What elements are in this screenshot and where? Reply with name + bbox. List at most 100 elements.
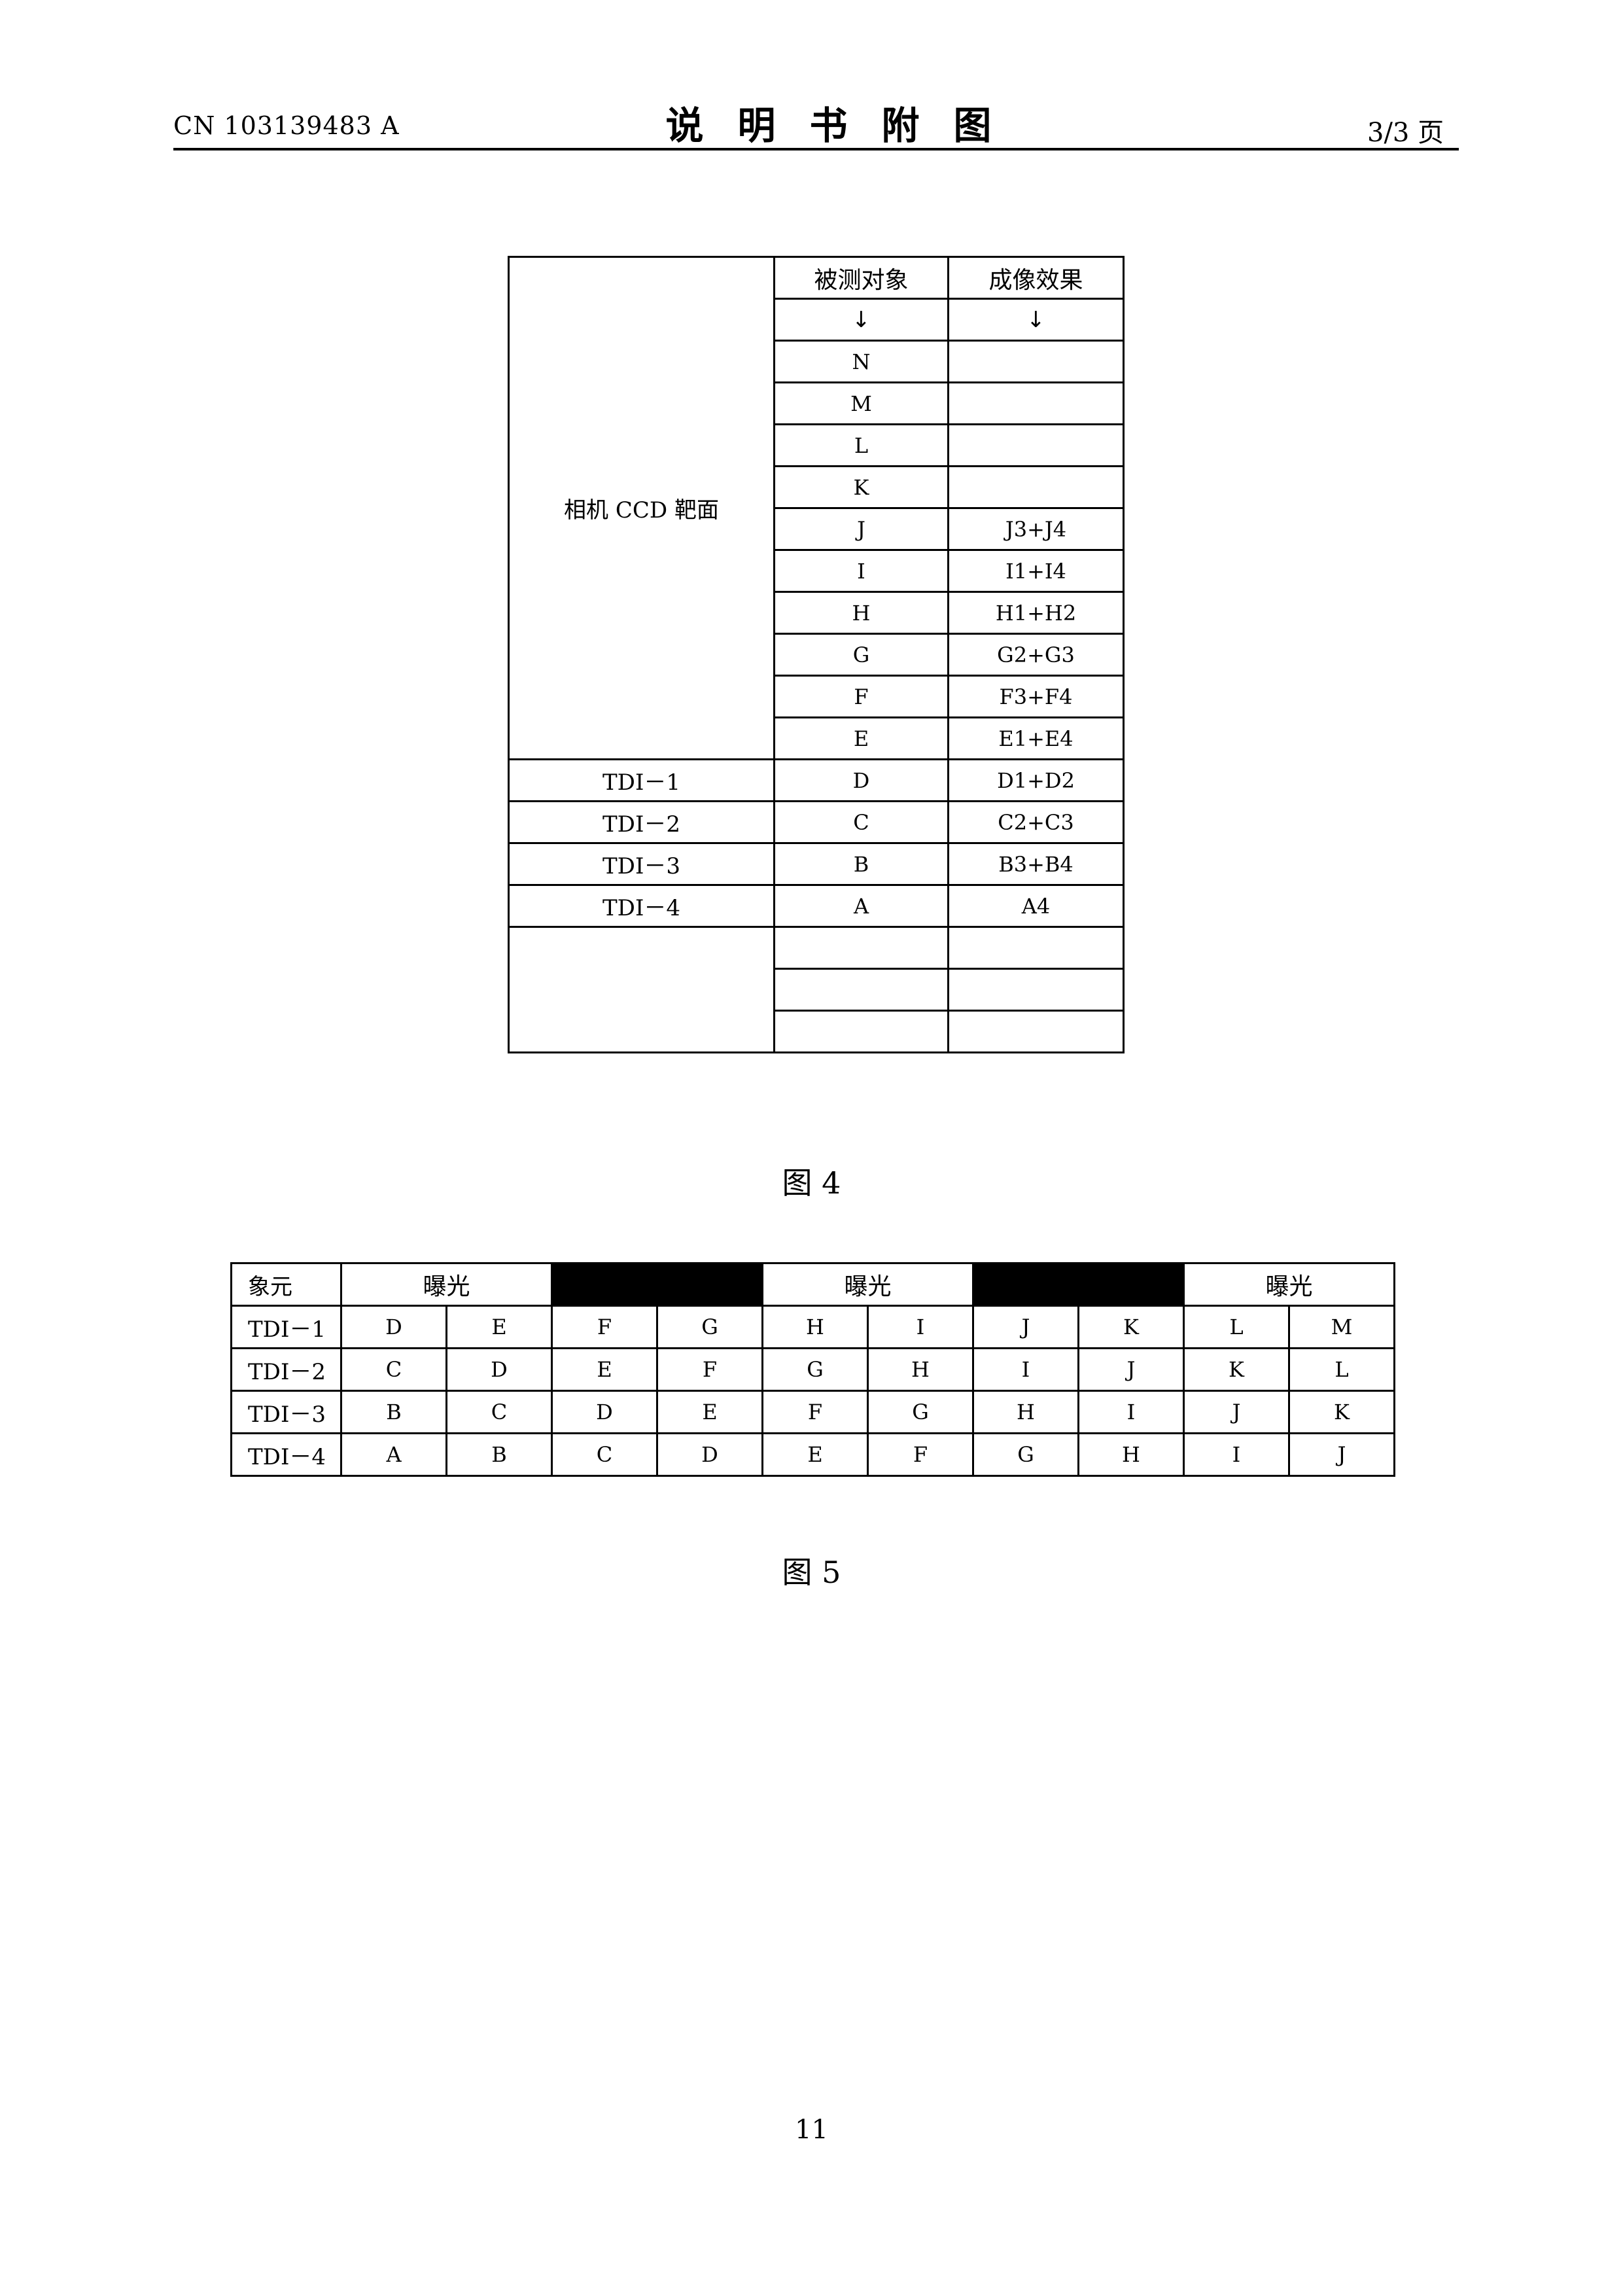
blackout-block xyxy=(552,1263,763,1306)
empty-cell xyxy=(949,969,1124,1011)
empty-cell xyxy=(949,927,1124,969)
grid-cell: J xyxy=(973,1306,1079,1349)
exposure-label: 曝光 xyxy=(1184,1263,1395,1306)
empty-cell xyxy=(775,1011,949,1053)
object-cell: B xyxy=(775,843,949,885)
grid-cell: K xyxy=(1289,1391,1395,1434)
grid-cell: F xyxy=(868,1434,973,1476)
grid-cell: I xyxy=(973,1349,1079,1391)
effect-cell: B3+B4 xyxy=(949,843,1124,885)
ccd-target-label: 相机 CCD 靶面 xyxy=(509,257,775,760)
grid-cell: G xyxy=(973,1434,1079,1476)
object-cell: M xyxy=(775,383,949,425)
empty-cell xyxy=(775,969,949,1011)
effect-cell: H1+H2 xyxy=(949,592,1124,634)
table-row xyxy=(509,927,1124,969)
object-cell: L xyxy=(775,425,949,467)
grid-cell: D xyxy=(447,1349,552,1391)
effect-cell: G2+G3 xyxy=(949,634,1124,676)
grid-cell: A xyxy=(341,1434,447,1476)
grid-cell: H xyxy=(973,1391,1079,1434)
grid-cell: G xyxy=(868,1391,973,1434)
grid-cell: F xyxy=(552,1306,657,1349)
object-cell: G xyxy=(775,634,949,676)
blackout-block xyxy=(973,1263,1184,1306)
table-row: TDI－2CC2+C3 xyxy=(509,802,1124,843)
exposure-label: 曝光 xyxy=(341,1263,552,1306)
effect-cell: A4 xyxy=(949,885,1124,927)
grid-cell: L xyxy=(1184,1306,1289,1349)
object-cell: D xyxy=(775,760,949,802)
grid-cell: C xyxy=(447,1391,552,1434)
tdi-label: TDI－1 xyxy=(509,760,775,802)
tdi-label: TDI－1 xyxy=(232,1306,341,1349)
page-number: 11 xyxy=(0,2115,1623,2145)
tdi-label: TDI－2 xyxy=(232,1349,341,1391)
exposure-label: 曝光 xyxy=(763,1263,973,1306)
grid-cell: G xyxy=(657,1306,763,1349)
grid-cell: B xyxy=(341,1391,447,1434)
effect-cell: J3+J4 xyxy=(949,508,1124,550)
object-cell: H xyxy=(775,592,949,634)
empty-cell xyxy=(509,927,775,1053)
grid-cell: G xyxy=(763,1349,868,1391)
grid-cell: C xyxy=(552,1434,657,1476)
grid-cell: I xyxy=(868,1306,973,1349)
object-cell: A xyxy=(775,885,949,927)
grid-cell: F xyxy=(763,1391,868,1434)
grid-cell: B xyxy=(447,1434,552,1476)
col-header-effect: 成像效果 xyxy=(949,257,1124,299)
col-header-object: 被测对象 xyxy=(775,257,949,299)
tdi-label: TDI－4 xyxy=(232,1434,341,1476)
grid-cell: C xyxy=(341,1349,447,1391)
effect-cell: C2+C3 xyxy=(949,802,1124,843)
grid-cell: L xyxy=(1289,1349,1395,1391)
empty-cell xyxy=(949,1011,1124,1053)
table-row: TDI－1 D E F G H I J K L M xyxy=(232,1306,1395,1349)
tdi-label: TDI－3 xyxy=(232,1391,341,1434)
down-arrow-icon: ↓ xyxy=(949,299,1124,341)
grid-cell: F xyxy=(657,1349,763,1391)
grid-cell: E xyxy=(763,1434,868,1476)
figure5-table: 象元 曝光 曝光 曝光 TDI－1 D E F G H I J K L M TD… xyxy=(230,1262,1395,1477)
figure4-table: 相机 CCD 靶面 被测对象 成像效果 ↓ ↓ N M L K JJ3+J4 I… xyxy=(508,256,1125,1053)
figure4-caption: 图 4 xyxy=(0,1159,1623,1203)
grid-cell: J xyxy=(1079,1349,1184,1391)
table-row: TDI－3BB3+B4 xyxy=(509,843,1124,885)
empty-cell xyxy=(775,927,949,969)
tdi-label: TDI－3 xyxy=(509,843,775,885)
grid-cell: I xyxy=(1079,1391,1184,1434)
table-row: TDI－2 C D E F G H I J K L xyxy=(232,1349,1395,1391)
effect-cell xyxy=(949,341,1124,383)
grid-cell: E xyxy=(447,1306,552,1349)
page-indicator: 3/3 页 xyxy=(1367,111,1444,149)
tdi-label: TDI－4 xyxy=(509,885,775,927)
object-cell: F xyxy=(775,676,949,718)
grid-cell: I xyxy=(1184,1434,1289,1476)
tdi-label: TDI－2 xyxy=(509,802,775,843)
effect-cell: E1+E4 xyxy=(949,718,1124,760)
grid-cell: D xyxy=(657,1434,763,1476)
grid-cell: K xyxy=(1079,1306,1184,1349)
figure5-caption: 图 5 xyxy=(0,1549,1623,1592)
effect-cell xyxy=(949,467,1124,508)
corner-label: 象元 xyxy=(232,1263,341,1306)
object-cell: K xyxy=(775,467,949,508)
grid-cell: J xyxy=(1289,1434,1395,1476)
grid-cell: J xyxy=(1184,1391,1289,1434)
effect-cell: F3+F4 xyxy=(949,676,1124,718)
grid-cell: H xyxy=(763,1306,868,1349)
effect-cell: I1+I4 xyxy=(949,550,1124,592)
effect-cell: D1+D2 xyxy=(949,760,1124,802)
table-row: 相机 CCD 靶面 被测对象 成像效果 xyxy=(509,257,1124,299)
header-rule xyxy=(173,148,1459,150)
down-arrow-icon: ↓ xyxy=(775,299,949,341)
object-cell: J xyxy=(775,508,949,550)
table-row: TDI－1DD1+D2 xyxy=(509,760,1124,802)
object-cell: E xyxy=(775,718,949,760)
grid-cell: D xyxy=(552,1391,657,1434)
table-row: TDI－4AA4 xyxy=(509,885,1124,927)
effect-cell xyxy=(949,425,1124,467)
effect-cell xyxy=(949,383,1124,425)
grid-cell: M xyxy=(1289,1306,1395,1349)
